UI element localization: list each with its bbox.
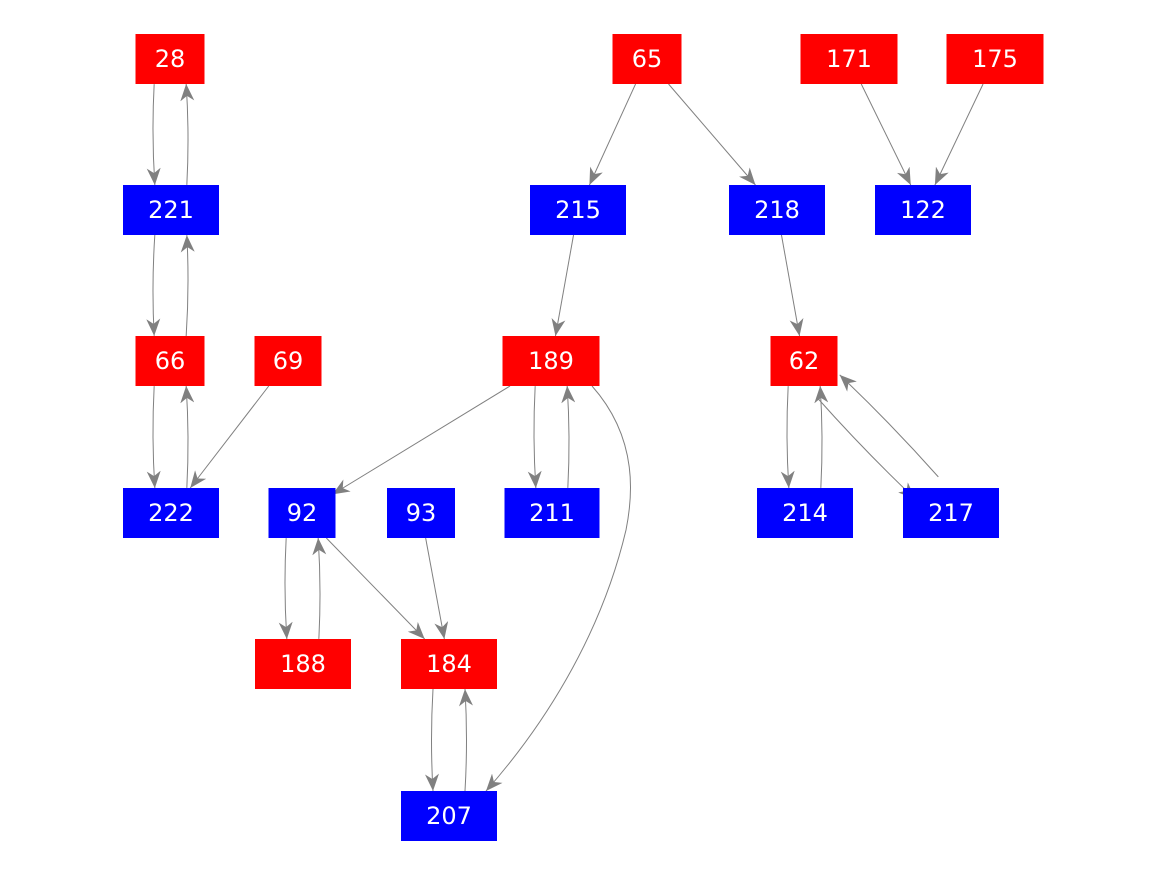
edge-69-to-222 [189, 385, 270, 489]
edge-93-to-184 [425, 537, 449, 640]
node-box [135, 34, 205, 84]
edge-218-to-62 [780, 234, 804, 337]
node-label: 62 [789, 347, 820, 375]
node-box [401, 791, 497, 841]
edge-62-to-217 [816, 396, 916, 500]
edge-207-to-184 [459, 688, 473, 792]
node-175: 175 [946, 34, 1044, 84]
node-box [254, 336, 322, 386]
node-label: 184 [426, 650, 472, 678]
node-217: 217 [903, 488, 999, 538]
node-label: 93 [406, 499, 437, 527]
node-171: 171 [800, 34, 898, 84]
node-label: 171 [826, 45, 872, 73]
edge-62-to-214 [780, 386, 795, 489]
node-93: 93 [387, 488, 455, 538]
edge-171-to-122 [860, 83, 912, 186]
node-box [875, 185, 971, 235]
node-label: 221 [148, 196, 194, 224]
edge-188-to-92 [312, 537, 327, 639]
node-label: 188 [280, 650, 326, 678]
node-label: 189 [528, 347, 574, 375]
node-box [502, 336, 600, 386]
node-label: 28 [155, 45, 186, 73]
node-215: 215 [530, 185, 626, 235]
node-label: 215 [555, 196, 601, 224]
node-box [123, 185, 219, 235]
node-label: 214 [782, 499, 828, 527]
edge-175-to-122 [934, 83, 984, 186]
edge-184-to-207 [425, 688, 439, 792]
edge-65-to-218 [668, 83, 756, 186]
nodes-layer: 28 65 171 175 221 215 218 122 66 69 189 62 222 92 93 21… [123, 34, 1044, 841]
node-207: 207 [401, 791, 497, 841]
edge-92-to-184 [325, 537, 426, 640]
node-box [504, 488, 600, 538]
node-box [387, 488, 455, 538]
node-box [268, 488, 336, 538]
node-box [123, 488, 219, 538]
node-66: 66 [135, 336, 205, 386]
node-label: 217 [928, 499, 974, 527]
node-box [255, 639, 351, 689]
node-184: 184 [401, 639, 497, 689]
node-box [903, 488, 999, 538]
edge-65-to-215 [588, 83, 637, 186]
node-label: 222 [148, 499, 194, 527]
edge-214-to-62 [814, 385, 829, 488]
node-label: 218 [754, 196, 800, 224]
edge-92-to-188 [278, 538, 293, 640]
node-label: 65 [632, 45, 663, 73]
node-92: 92 [268, 488, 336, 538]
node-189: 189 [502, 336, 600, 386]
node-box [530, 185, 626, 235]
node-box [135, 336, 205, 386]
node-211: 211 [504, 488, 600, 538]
edge-221-to-66 [146, 234, 161, 336]
edges-layer [146, 83, 984, 792]
node-label: 207 [426, 802, 472, 830]
node-label: 66 [155, 347, 186, 375]
edge-189-to-207 [485, 385, 632, 792]
node-box [729, 185, 825, 235]
node-222: 222 [123, 488, 219, 538]
node-box [757, 488, 853, 538]
edge-66-to-221 [180, 235, 195, 337]
node-label: 69 [273, 347, 304, 375]
edge-217-to-62 [839, 374, 939, 478]
node-221: 221 [123, 185, 219, 235]
edge-221-to-28 [180, 83, 195, 185]
node-214: 214 [757, 488, 853, 538]
node-62: 62 [770, 336, 838, 386]
node-box [612, 34, 682, 84]
node-122: 122 [875, 185, 971, 235]
node-label: 175 [972, 45, 1018, 73]
edge-28-to-221 [146, 84, 161, 186]
edge-222-to-66 [180, 385, 195, 488]
node-box [946, 34, 1044, 84]
node-label: 211 [529, 499, 575, 527]
node-65: 65 [612, 34, 682, 84]
node-label: 122 [900, 196, 946, 224]
node-188: 188 [255, 639, 351, 689]
node-69: 69 [254, 336, 322, 386]
node-box [770, 336, 838, 386]
edge-189-to-92 [332, 385, 511, 495]
edge-215-to-189 [551, 234, 575, 337]
node-box [800, 34, 898, 84]
edge-211-to-189 [561, 385, 576, 488]
edge-66-to-222 [146, 386, 161, 489]
node-box [401, 639, 497, 689]
node-label: 92 [287, 499, 318, 527]
node-218: 218 [729, 185, 825, 235]
edge-189-to-211 [527, 386, 542, 489]
node-28: 28 [135, 34, 205, 84]
